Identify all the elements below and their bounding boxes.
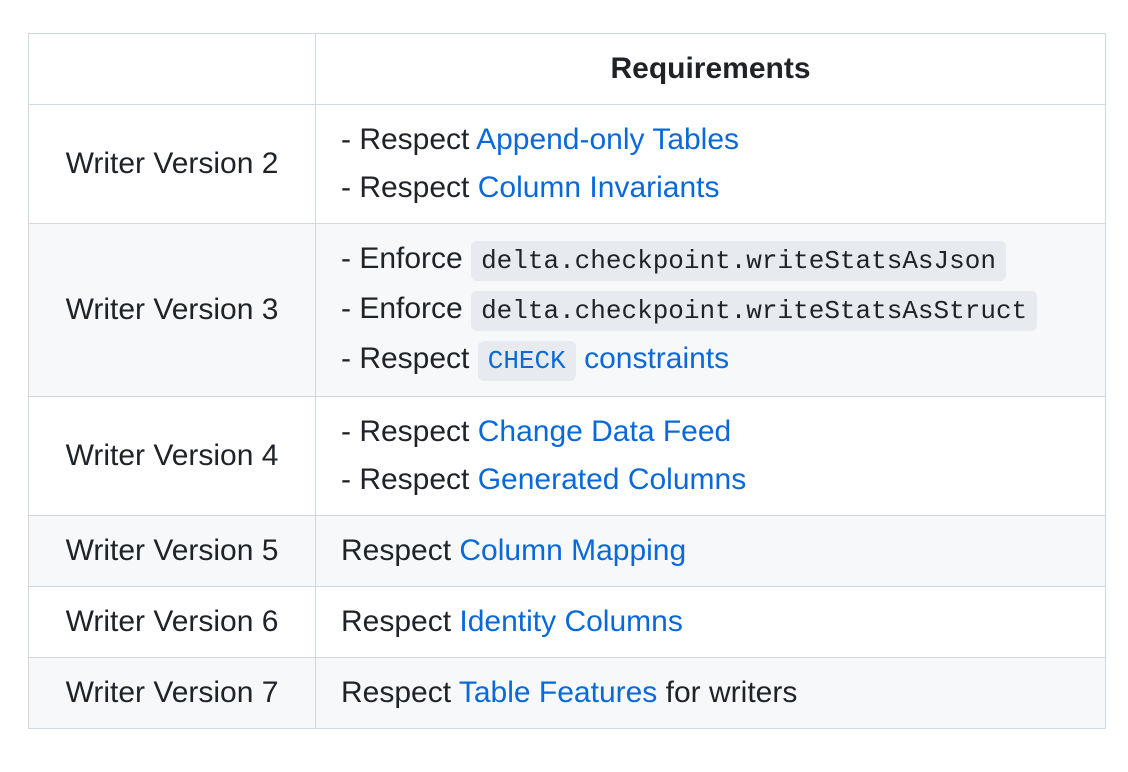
table-row: Writer Version 4- Respect Change Data Fe…: [29, 397, 1106, 516]
requirement-line: - Enforce delta.checkpoint.writeStatsAsJ…: [341, 235, 1080, 285]
requirement-text: - Respect: [341, 171, 478, 204]
requirement-link[interactable]: Column Mapping: [459, 534, 686, 567]
markdown-document: Requirements Writer Version 2- Respect A…: [0, 0, 1128, 729]
requirement-text: Respect: [341, 676, 459, 709]
code-span: CHECK: [478, 341, 576, 381]
requirement-text: - Enforce: [341, 292, 471, 325]
requirement-link[interactable]: constraints: [584, 342, 729, 375]
requirements-cell: Respect Column Mapping: [316, 516, 1106, 587]
version-cell: Writer Version 2: [29, 105, 316, 224]
table-row: Writer Version 5 Respect Column Mapping: [29, 516, 1106, 587]
table-header: Requirements: [29, 34, 1106, 105]
requirement-line: - Respect Generated Columns: [341, 456, 1080, 504]
writer-requirements-table: Requirements Writer Version 2- Respect A…: [28, 33, 1106, 729]
requirement-line: Respect Identity Columns: [341, 598, 1080, 646]
requirement-text: Respect: [341, 605, 459, 638]
header-row: Requirements: [29, 34, 1106, 105]
requirement-line: - Respect Column Invariants: [341, 164, 1080, 212]
version-cell: Writer Version 5: [29, 516, 316, 587]
code-span: delta.checkpoint.writeStatsAsStruct: [471, 291, 1037, 331]
requirement-link[interactable]: Change Data Feed: [478, 415, 732, 448]
requirement-text: [576, 342, 584, 375]
version-cell: Writer Version 6: [29, 587, 316, 658]
requirement-text: - Enforce: [341, 242, 471, 275]
code-span: delta.checkpoint.writeStatsAsJson: [471, 241, 1006, 281]
header-cell-requirements: Requirements: [316, 34, 1106, 105]
requirements-cell: - Enforce delta.checkpoint.writeStatsAsJ…: [316, 224, 1106, 397]
header-cell-empty: [29, 34, 316, 105]
requirements-cell: Respect Identity Columns: [316, 587, 1106, 658]
requirement-link[interactable]: Column Invariants: [478, 171, 720, 204]
table-row: Writer Version 7 Respect Table Features f…: [29, 658, 1106, 729]
requirement-line: - Respect Change Data Feed: [341, 408, 1080, 456]
table-row: Writer Version 3 - Enforce delta.checkpoi…: [29, 224, 1106, 397]
requirements-cell: - Respect Append-only Tables- Respect Co…: [316, 105, 1106, 224]
requirement-line: Respect Column Mapping: [341, 527, 1080, 575]
requirement-text: - Respect: [341, 342, 478, 375]
requirements-cell: - Respect Change Data Feed- Respect Gene…: [316, 397, 1106, 516]
requirement-text: - Respect: [341, 415, 478, 448]
requirement-text: for writers: [657, 676, 797, 709]
version-cell: Writer Version 3: [29, 224, 316, 397]
requirement-line: - Respect CHECK constraints: [341, 335, 1080, 385]
requirements-cell: Respect Table Features for writers: [316, 658, 1106, 729]
requirement-link[interactable]: Append-only Tables: [476, 123, 739, 156]
requirement-line: - Respect Append-only Tables: [341, 116, 1080, 164]
version-cell: Writer Version 7: [29, 658, 316, 729]
requirement-line: Respect Table Features for writers: [341, 669, 1080, 717]
requirement-link[interactable]: Identity Columns: [459, 605, 682, 638]
table-body: Writer Version 2- Respect Append-only Ta…: [29, 105, 1106, 729]
requirement-line: - Enforce delta.checkpoint.writeStatsAsS…: [341, 285, 1080, 335]
requirement-link[interactable]: Table Features: [459, 676, 657, 709]
version-cell: Writer Version 4: [29, 397, 316, 516]
requirement-text: Respect: [341, 534, 459, 567]
table-row: Writer Version 2- Respect Append-only Ta…: [29, 105, 1106, 224]
requirement-link[interactable]: Generated Columns: [478, 463, 746, 496]
code-link[interactable]: CHECK: [488, 346, 566, 376]
requirement-text: - Respect: [341, 463, 478, 496]
table-row: Writer Version 6 Respect Identity Columns: [29, 587, 1106, 658]
requirement-text: - Respect: [341, 123, 476, 156]
